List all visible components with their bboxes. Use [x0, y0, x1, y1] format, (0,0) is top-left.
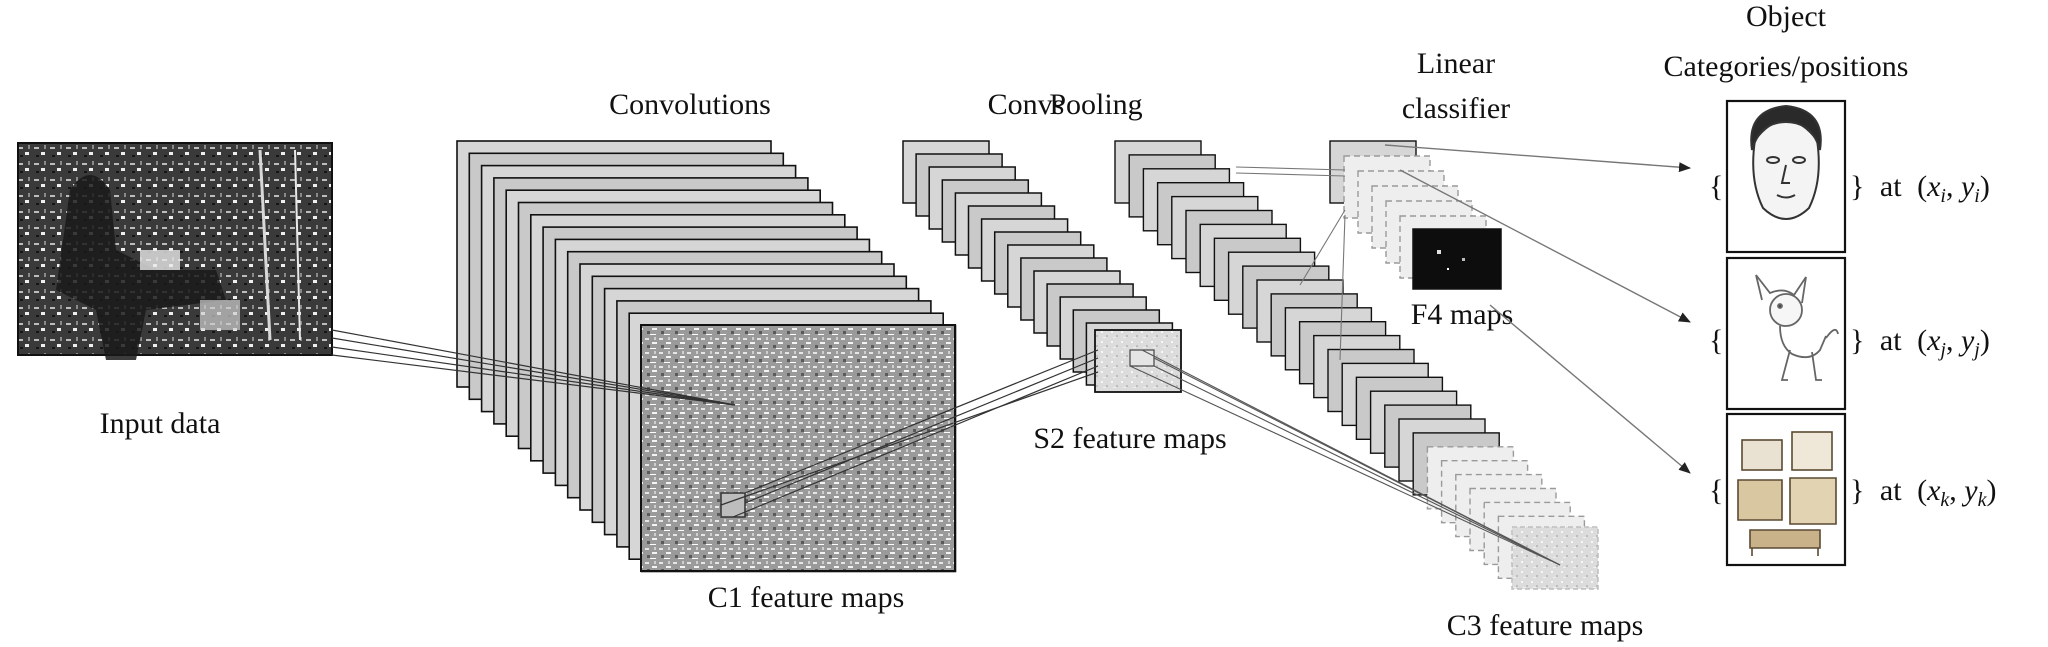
at-label: at: [1880, 324, 1902, 357]
open-brace: {: [1709, 474, 1723, 507]
s2-to-c3-projection: [1129, 349, 1561, 566]
c1-feature-maps-label: C1 feature maps: [708, 581, 905, 614]
at-label: at: [1880, 170, 1902, 203]
classifier-label: classifier: [1402, 92, 1510, 125]
s2-feature-maps-label: S2 feature maps: [1033, 422, 1226, 455]
face-sketch-icon: [1750, 104, 1822, 220]
close-brace: }: [1850, 474, 1864, 507]
object-title: Object: [1746, 0, 1827, 33]
input-data-label: Input data: [100, 407, 221, 440]
input-image: [17, 142, 333, 360]
open-brace: {: [1709, 324, 1723, 357]
f4-to-output-arrows: [1384, 144, 1691, 474]
linear-label: Linear: [1417, 47, 1495, 80]
output-row-dog: { } at (xj, yj): [1709, 256, 1990, 411]
close-brace: }: [1850, 170, 1864, 203]
f4-front-map: [1412, 228, 1502, 290]
open-brace: {: [1709, 170, 1723, 203]
output-row-face: { } at (xi, yi): [1709, 99, 1990, 254]
convolutions-label: Convolutions: [609, 88, 771, 121]
convs-label: Convs: [988, 88, 1065, 121]
pooling-label: Pooling: [1049, 88, 1142, 121]
room-sketch-icon: [1737, 431, 1837, 556]
c1-front-map: [640, 324, 956, 572]
s2-front-map: [1094, 329, 1182, 393]
svg-text:} at (xk, yk): } at (xk, yk): [1850, 474, 1997, 511]
c3-front-map: [1511, 526, 1599, 590]
at-label: at: [1880, 474, 1902, 507]
c3-feature-maps-label: C3 feature maps: [1447, 609, 1644, 642]
c3-feature-map-stack: [1114, 140, 1586, 579]
output-row-room: { } at (xk, yk): [1709, 412, 1997, 567]
close-brace: }: [1850, 324, 1864, 357]
dog-sketch-frame: [1725, 256, 1847, 411]
c3-to-f4-projection: [1235, 166, 1346, 361]
f4-maps-label: F4 maps: [1411, 298, 1514, 331]
svg-text:} at (xj, yj): } at (xj, yj): [1850, 324, 1990, 361]
svg-text:} at (xi, yi): } at (xi, yi): [1850, 170, 1990, 207]
dog-sketch-icon: [1755, 274, 1839, 381]
input-to-c1-projection: [331, 329, 736, 406]
c1-to-s2-projection: [720, 349, 1099, 518]
categories-positions-title: Categories/positions: [1664, 50, 1909, 83]
